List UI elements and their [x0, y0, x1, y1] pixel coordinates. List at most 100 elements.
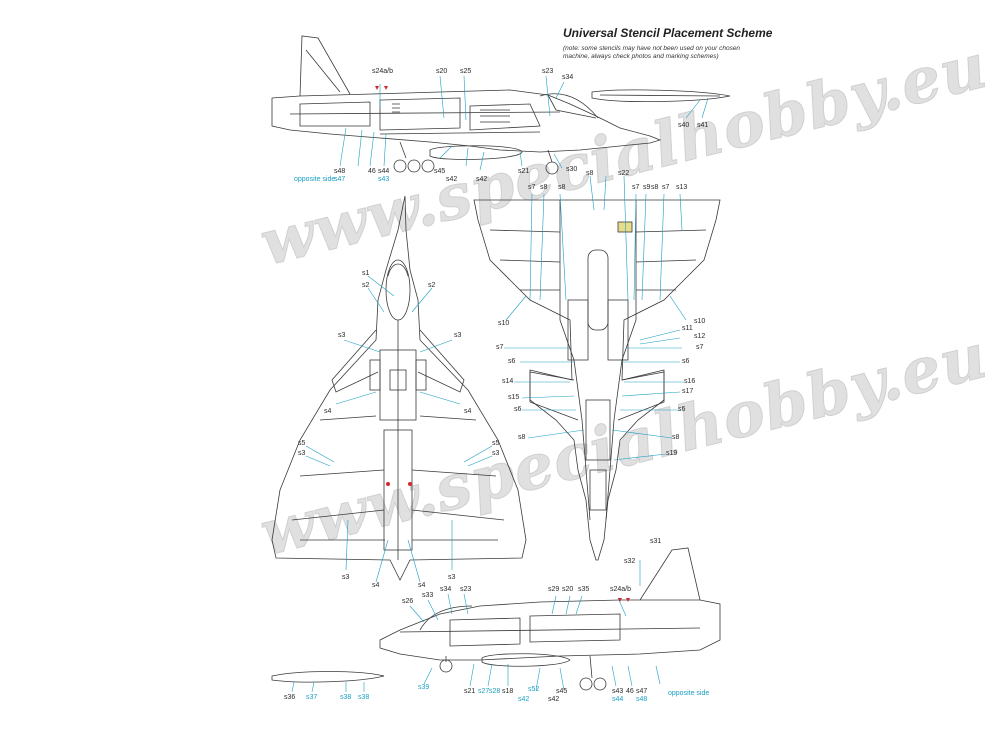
label-top-s4-bottom-left: s4 [372, 582, 380, 589]
label-s2-s28: s28 [489, 688, 501, 695]
label-bot-s7b: s7 [632, 184, 640, 191]
label-s2-s37: s37 [306, 694, 318, 701]
label-s2-s38b: s38 [358, 694, 370, 701]
label-bot-s19: s19 [666, 450, 678, 457]
label-s24ab: s24a/b [372, 68, 394, 75]
label-s44: s44 [378, 168, 390, 175]
label-bot-s13: s13 [676, 184, 688, 191]
label-s2-s42a: s42 [518, 696, 530, 703]
label-s2-s39: s39 [418, 684, 430, 691]
label-top-s1: s1 [362, 270, 370, 277]
label-bot-s14: s14 [502, 378, 514, 385]
label-s2-s26: s26 [402, 598, 414, 605]
label-s2-s52: s52 [528, 686, 540, 693]
label-bot-s7a: s7 [528, 184, 536, 191]
label-46: 46 [368, 168, 376, 175]
label-bot-s12: s12 [694, 333, 706, 340]
label-top-s5-right: s5 [492, 440, 500, 447]
label-s20: s20 [436, 68, 448, 75]
label-s2-s33: s33 [422, 592, 434, 599]
label-s2-s35: s35 [578, 586, 590, 593]
label-top-s3-bottom-right: s3 [448, 574, 456, 581]
label-bot-s8-right: s8 [672, 434, 680, 441]
label-s43: s43 [378, 176, 390, 183]
label-s2-s23: s23 [460, 586, 472, 593]
label-s2-s27: s27 [478, 688, 490, 695]
label-top-s5-left: s5 [298, 440, 306, 447]
label-s2-s43: s43 [612, 688, 624, 695]
label-s41: s41 [697, 122, 709, 129]
label-bot-s8a: s8 [540, 184, 548, 191]
label-bot-s6-right2: s6 [678, 406, 686, 413]
label-bot-s15: s15 [508, 394, 520, 401]
label-s30: s30 [566, 166, 578, 173]
label-bot-s7c: s7 [662, 184, 670, 191]
label-bot-s17: s17 [682, 388, 694, 395]
label-top-s4-left: s4 [324, 408, 332, 415]
external-tank-side-2 [271, 671, 385, 683]
label-top-s3-left2: s3 [298, 450, 306, 457]
label-s2-s36: s36 [284, 694, 296, 701]
label-bot-s6-left2: s6 [514, 406, 522, 413]
label-s2-46: 46 [626, 688, 634, 695]
label-s2-s47: s47 [636, 688, 648, 695]
label-s42a: s42 [446, 176, 458, 183]
label-s34: s34 [562, 74, 574, 81]
label-top-s4-bottom-right: s4 [418, 582, 426, 589]
label-s47: s47 [334, 176, 346, 183]
label-top-s4-right: s4 [464, 408, 472, 415]
label-top-s2-right: s2 [428, 282, 436, 289]
label-bot-s16: s16 [684, 378, 696, 385]
label-s2-s34: s34 [440, 586, 452, 593]
label-s2-s32: s32 [624, 558, 636, 565]
external-tank-side [591, 89, 731, 103]
label-bot-s11: s11 [682, 325, 693, 332]
label-s2-s20: s20 [562, 586, 574, 593]
label-bot-s10-left: s10 [498, 320, 510, 327]
page-title: Universal Stencil Placement Scheme [563, 26, 773, 40]
label-top-s3-right: s3 [454, 332, 462, 339]
label-s2-s18: s18 [502, 688, 514, 695]
label-s2-s29: s29 [548, 586, 560, 593]
page-note: (note: some stencils may have not been u… [563, 45, 741, 60]
label-bot-s8b: s8 [558, 184, 566, 191]
label-bot-s6-left: s6 [508, 358, 516, 365]
leader-lines [291, 75, 709, 693]
label-s23: s23 [542, 68, 554, 75]
label-s2-s44: s44 [612, 696, 624, 703]
label-s2-s45: s45 [556, 688, 568, 695]
label-s2-s21: s21 [464, 688, 476, 695]
label-s2-s31: s31 [650, 538, 662, 545]
label-top-s3-bottom-left: s3 [342, 574, 350, 581]
label-s2-s42b: s42 [548, 696, 560, 703]
label-bot-s8-left: s8 [518, 434, 526, 441]
label-s21: s21 [518, 168, 530, 175]
label-s2-s48: s48 [636, 696, 648, 703]
label-s40: s40 [678, 122, 690, 129]
top-view-planform [271, 195, 527, 581]
label-top-s3-left: s3 [338, 332, 346, 339]
side-view-right-profile [379, 547, 721, 691]
label-bot-s8c: s8 [586, 170, 594, 177]
label-opposite-side-2: opposite side [668, 690, 710, 697]
red-markers [375, 86, 630, 602]
label-bot-s9: s9 [643, 184, 651, 191]
label-bot-s10-right: s10 [694, 318, 706, 325]
label-s42b: s42 [476, 176, 488, 183]
label-top-s2-left: s2 [362, 282, 370, 289]
label-top-s3-right2: s3 [492, 450, 500, 457]
label-bot-s6-right: s6 [682, 358, 690, 365]
side-view-left-profile [271, 35, 662, 175]
label-s2-s24ab: s24a/b [610, 586, 632, 593]
label-s45: s45 [434, 168, 446, 175]
label-bot-s7-left: s7 [496, 344, 504, 351]
label-opposite-side-1: opposite side [294, 176, 336, 183]
label-bot-s8d: s8 [651, 184, 659, 191]
label-s48: s48 [334, 168, 346, 175]
label-bot-s22: s22 [618, 170, 630, 177]
label-s25: s25 [460, 68, 472, 75]
label-s2-s38a: s38 [340, 694, 352, 701]
label-bot-s7-right: s7 [696, 344, 704, 351]
